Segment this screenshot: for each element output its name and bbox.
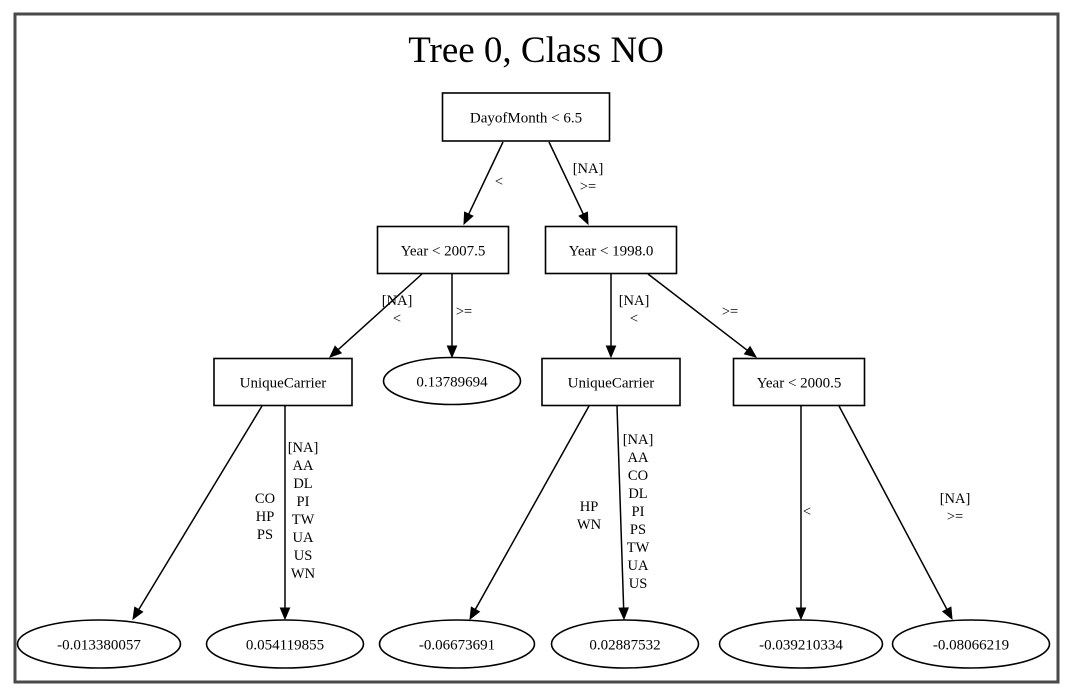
edge-line <box>616 405 625 609</box>
edge-label: [NA]>= <box>940 491 971 525</box>
edge-arrowhead <box>132 606 144 621</box>
split-box <box>376 225 510 275</box>
split-condition-label: UniqueCarrier <box>240 376 327 392</box>
leaf-value-label: 0.13789694 <box>416 375 488 391</box>
split-box <box>541 357 681 407</box>
leaf-value-label: -0.039210334 <box>759 638 843 654</box>
edge-label: [NA]>= <box>573 161 604 195</box>
split-box <box>732 357 866 407</box>
split-box <box>544 225 678 275</box>
tree-edge: [NA]< <box>605 274 650 359</box>
leaf-value-label: 0.054119855 <box>246 638 324 654</box>
tree-edge: >= <box>446 274 472 359</box>
split-box <box>213 357 353 407</box>
leaf-ellipse <box>16 619 182 669</box>
edge-label: >= <box>456 304 472 320</box>
edge-arrowhead <box>279 607 291 621</box>
split-condition-label: DayofMonth < 6.5 <box>470 111 582 127</box>
split-condition-label: Year < 2000.5 <box>757 376 842 392</box>
tree-leaf-node[interactable]: -0.08066219 <box>891 619 1051 669</box>
edge-arrowhead <box>618 607 629 621</box>
diagram-border <box>13 12 1060 684</box>
leaf-value-label: -0.013380057 <box>57 638 141 654</box>
edge-label: >= <box>722 304 738 320</box>
leaf-value-label: 0.02887532 <box>589 638 660 654</box>
edge-label: < <box>495 174 503 190</box>
tree-edge: [NA]< <box>329 273 423 358</box>
leaf-ellipse <box>891 619 1051 669</box>
edge-arrowhead <box>446 345 458 359</box>
tree-edge: >= <box>647 273 758 358</box>
edge-arrowhead <box>329 345 343 358</box>
tree-leaf-node[interactable]: 0.13789694 <box>382 356 522 406</box>
tree-leaf-node[interactable]: -0.039210334 <box>718 619 884 669</box>
tree-split-node[interactable]: Year < 2007.5 <box>376 225 510 275</box>
edge-line <box>138 405 263 610</box>
leaf-ellipse <box>550 619 700 669</box>
tree-split-node[interactable]: UniqueCarrier <box>213 357 353 407</box>
edge-arrowhead <box>578 211 589 226</box>
tree-leaf-node[interactable]: -0.06673691 <box>378 619 536 669</box>
tree-edge: [NA]>= <box>548 141 604 226</box>
split-box <box>441 92 611 142</box>
tree-split-node[interactable]: Year < 1998.0 <box>544 225 678 275</box>
page-title: Tree 0, Class NO <box>408 30 664 71</box>
tree-leaf-node[interactable]: 0.054119855 <box>205 619 365 669</box>
edge-arrowhead <box>469 606 481 621</box>
edge-arrowhead <box>795 607 807 621</box>
edge-label: < <box>803 504 811 520</box>
leaf-ellipse <box>718 619 884 669</box>
leaf-value-label: -0.06673691 <box>419 638 495 654</box>
split-condition-label: Year < 1998.0 <box>569 244 654 260</box>
edge-label: [NA]< <box>619 293 650 327</box>
edge-line <box>474 405 590 610</box>
split-condition-label: UniqueCarrier <box>568 376 655 392</box>
edge-line <box>468 141 504 215</box>
tree-leaf-node[interactable]: -0.013380057 <box>16 619 182 669</box>
tree-split-node[interactable]: Year < 2000.5 <box>732 357 866 407</box>
tree-edge: < <box>463 141 504 226</box>
tree-leaf-node[interactable]: 0.02887532 <box>550 619 700 669</box>
leaf-ellipse <box>382 356 522 406</box>
edge-arrowhead <box>941 606 953 621</box>
tree-split-node[interactable]: DayofMonth < 6.5 <box>441 92 611 142</box>
edge-line <box>337 273 423 351</box>
edge-arrowhead <box>605 345 617 359</box>
tree-edge: < <box>795 406 811 621</box>
leaf-ellipse <box>378 619 536 669</box>
edge-line <box>647 273 748 351</box>
edge-arrowhead <box>463 211 474 226</box>
leaf-ellipse <box>205 619 365 669</box>
tree-edge: [NA]>= <box>838 405 971 621</box>
edge-line <box>838 405 948 610</box>
split-condition-label: Year < 2007.5 <box>401 244 486 260</box>
edge-label: [NA]< <box>382 293 413 327</box>
edge-arrowhead <box>743 345 758 358</box>
tree-split-node[interactable]: UniqueCarrier <box>541 357 681 407</box>
leaf-value-label: -0.08066219 <box>933 638 1009 654</box>
edge-line <box>548 141 584 215</box>
